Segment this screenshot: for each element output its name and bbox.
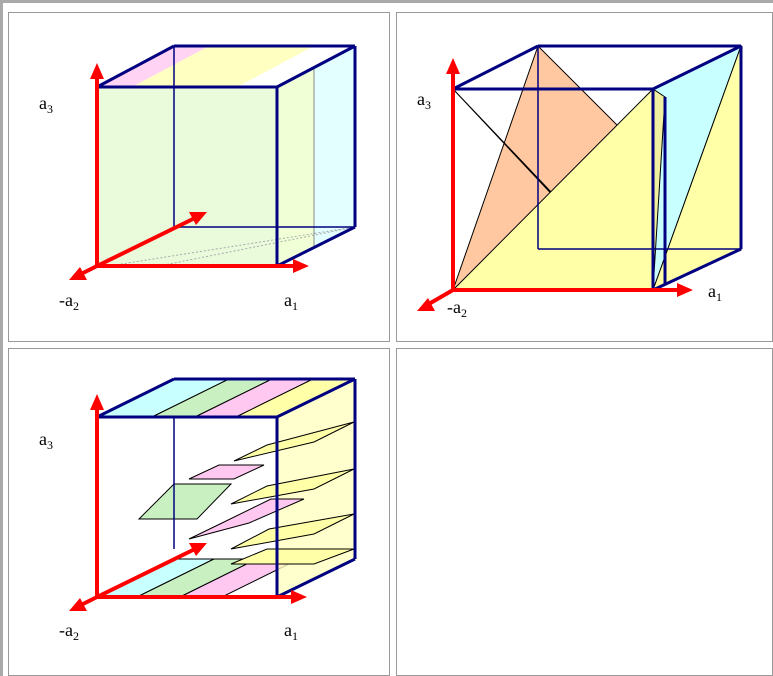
label-neg-a2: -a xyxy=(59,290,73,310)
svg-text:a3: a3 xyxy=(39,429,53,452)
svg-text:a1: a1 xyxy=(284,290,298,313)
cube-1 xyxy=(96,44,357,268)
slab-pink-1 xyxy=(188,464,265,480)
plane-yellow xyxy=(132,46,314,87)
plane-green xyxy=(97,87,277,266)
panel-4 xyxy=(396,348,773,676)
svg-text:-a2: -a2 xyxy=(59,290,79,313)
svg-text:a3: a3 xyxy=(417,89,431,112)
slab-pink-2 xyxy=(188,498,305,540)
label-a3: a xyxy=(417,89,425,109)
diagram-2: a3 -a2 a1 xyxy=(417,44,743,320)
svg-text:-a2: -a2 xyxy=(59,620,79,643)
label-neg-a2: -a xyxy=(447,297,461,317)
panel-3: a3 -a2 a1 xyxy=(8,348,390,676)
label-a1: a xyxy=(284,290,292,310)
slab-green xyxy=(137,483,233,520)
label-neg-a2: -a xyxy=(59,620,73,640)
plane-yellow-side xyxy=(277,67,314,266)
panel-2: a3 -a2 a1 xyxy=(396,12,773,342)
svg-text:-a2: -a2 xyxy=(447,297,467,320)
axes-2 xyxy=(417,58,693,311)
plane-pink xyxy=(97,46,209,87)
cube-2 xyxy=(452,44,743,292)
label-a3: a xyxy=(39,429,47,449)
svg-text:a1: a1 xyxy=(708,281,722,304)
panel-1: a3 -a2 a1 xyxy=(8,12,390,342)
cube-3 xyxy=(96,377,357,599)
diagram-1: a3 -a2 a1 xyxy=(39,44,357,313)
axes-3 xyxy=(69,394,307,611)
label-a1: a xyxy=(284,620,292,640)
label-a3: a xyxy=(39,93,47,113)
label-a1: a xyxy=(708,281,716,301)
svg-text:a1: a1 xyxy=(284,620,298,643)
axes-1 xyxy=(69,63,309,280)
svg-text:a3: a3 xyxy=(39,93,53,116)
diagram-3: a3 -a2 a1 xyxy=(39,377,357,643)
